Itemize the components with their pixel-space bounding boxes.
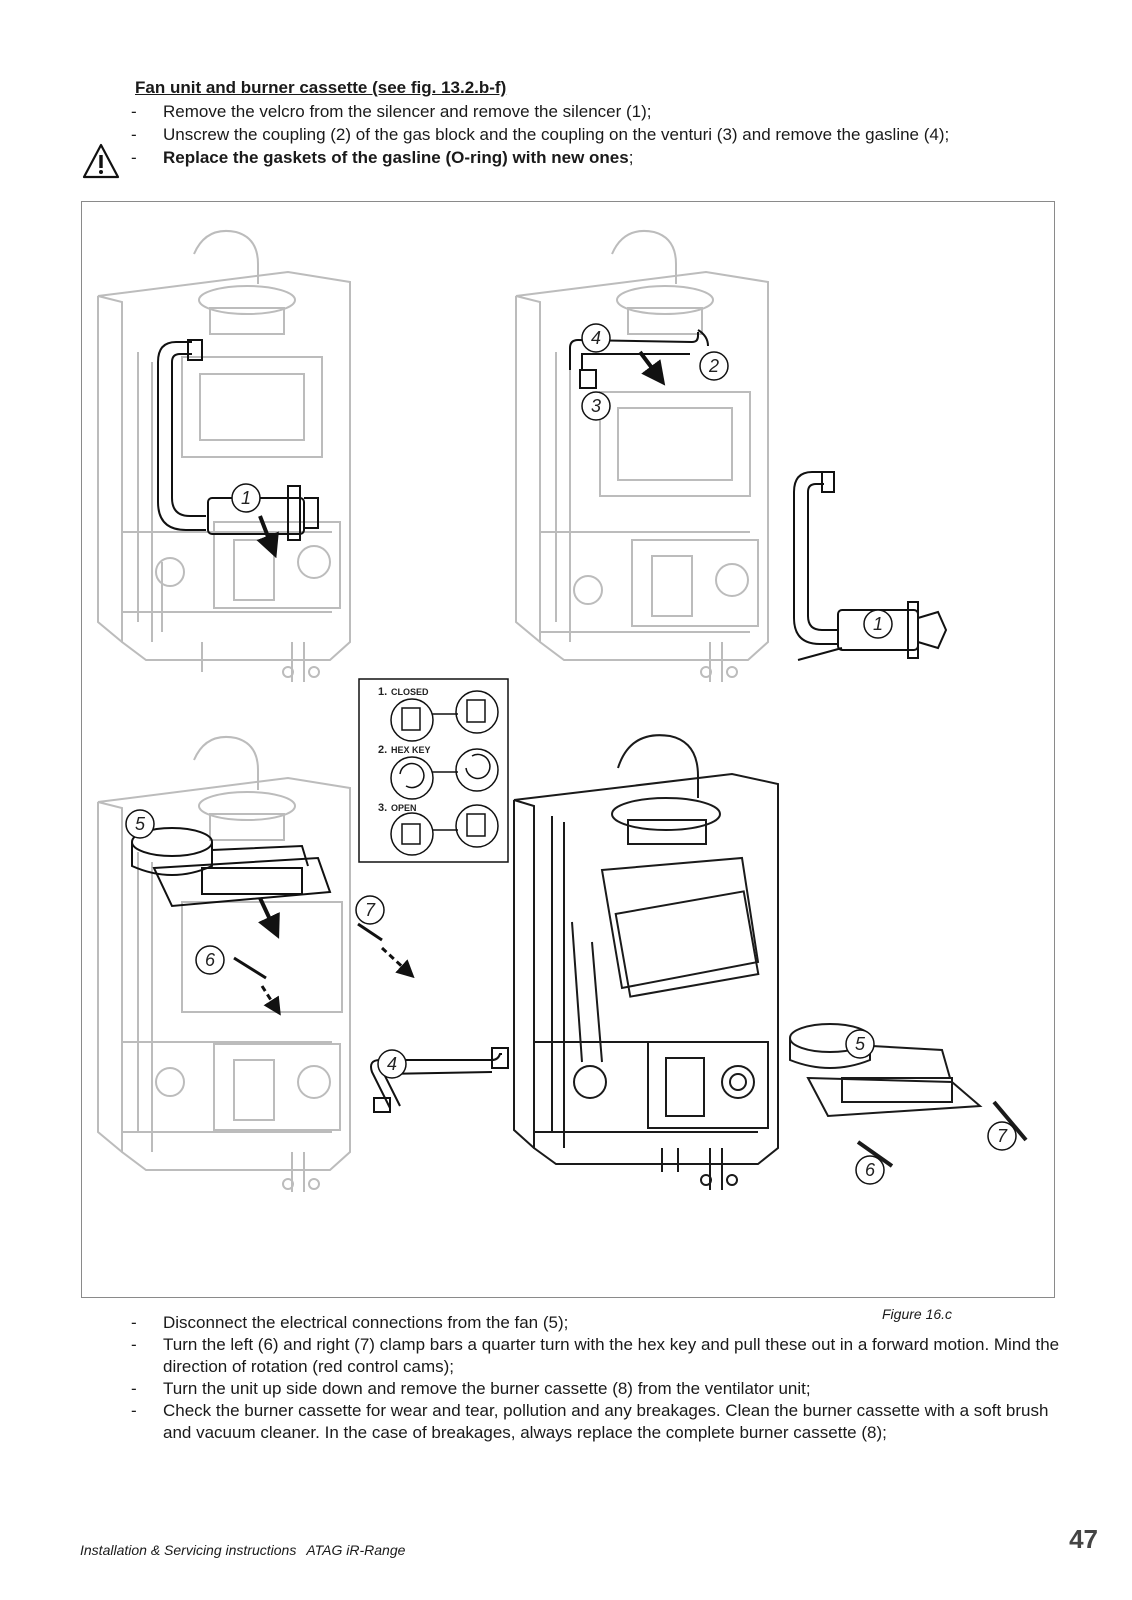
- list-item: -Check the burner cassette for wear and …: [131, 1401, 1049, 1442]
- callout-1-silencer: 1: [863, 609, 893, 639]
- inset-step-1-number: 1.: [378, 686, 387, 698]
- footer-title: Installation & Servicing instructions: [80, 1542, 297, 1558]
- list-item: -Remove the velcro from the silencer and…: [131, 102, 652, 121]
- callout-2-top-right: 2: [699, 351, 729, 381]
- figure-caption: Figure 16.c: [882, 1306, 953, 1322]
- clamp-bar-6: [233, 956, 267, 980]
- boiler-bottom-left: [97, 736, 351, 1192]
- gasline-removed: [370, 1047, 509, 1113]
- top-steps-list: -Remove the velcro from the silencer and…: [131, 100, 1061, 169]
- callout-badges: 1 4 2 3 1 5 6: [125, 323, 1017, 1185]
- svg-text:5: 5: [855, 1034, 866, 1054]
- svg-text:7: 7: [365, 900, 376, 920]
- list-item: -Replace the gaskets of the gasline (O-r…: [131, 148, 634, 167]
- callout-7-bottom-left: 7: [355, 895, 385, 925]
- svg-text:3: 3: [591, 396, 601, 416]
- section-heading: Fan unit and burner cassette (see fig. 1…: [135, 78, 507, 97]
- callout-7-clamp-bar: 7: [987, 1121, 1017, 1151]
- svg-text:4: 4: [591, 328, 601, 348]
- callout-3-top-right: 3: [581, 391, 611, 421]
- fan-unit-removed: [789, 1023, 983, 1118]
- footer-brand: ATAG iR-Range: [306, 1542, 406, 1558]
- gasline-top-right: [569, 329, 709, 389]
- svg-text:6: 6: [205, 950, 216, 970]
- figure-16c: 1. CLOSED 2. HEX KEY 3. OPEN: [81, 201, 1055, 1298]
- inset-step-2-label: HEX KEY: [391, 745, 431, 755]
- boiler-illustration: 1. CLOSED 2. HEX KEY 3. OPEN: [97, 230, 1028, 1192]
- clamp-bar-7: [357, 922, 383, 942]
- svg-text:5: 5: [135, 814, 146, 834]
- svg-text:1: 1: [873, 614, 883, 634]
- arrow-pull-out: [260, 985, 281, 1016]
- arrow-down: [638, 350, 666, 386]
- inset-hex-key-steps: 1. CLOSED 2. HEX KEY 3. OPEN: [358, 678, 509, 863]
- inset-step-3-number: 3.: [378, 802, 387, 814]
- list-item: -Unscrew the coupling (2) of the gas blo…: [131, 125, 950, 144]
- callout-4-gasline: 4: [377, 1049, 407, 1079]
- fan-unit-bottom-left: [131, 827, 332, 908]
- page-footer: Installation & Servicing instructions ATA…: [80, 1542, 405, 1558]
- svg-text:1: 1: [241, 488, 251, 508]
- arrow-down: [256, 515, 279, 559]
- inset-step-2-number: 2.: [378, 744, 387, 756]
- arrow-down: [258, 897, 280, 939]
- boiler-main: [513, 734, 779, 1190]
- svg-text:6: 6: [865, 1160, 876, 1180]
- callout-6-clamp-bar: 6: [855, 1155, 885, 1185]
- callout-5-fan-unit: 5: [845, 1029, 875, 1059]
- boiler-top-right: [515, 230, 769, 682]
- bottom-steps-list: -Disconnect the electrical connections f…: [131, 1312, 1061, 1444]
- warning-triangle-icon: [82, 143, 120, 179]
- svg-text:2: 2: [708, 356, 719, 376]
- list-item: -Turn the unit up side down and remove t…: [131, 1379, 811, 1398]
- inset-step-3-label: OPEN: [391, 803, 417, 813]
- callout-6-bottom-left: 6: [195, 945, 225, 975]
- clamp-bars-removed: [856, 1100, 1028, 1168]
- callout-4-top-right: 4: [581, 323, 611, 353]
- list-item: -Turn the left (6) and right (7) clamp b…: [131, 1335, 1060, 1376]
- inset-step-1-label: CLOSED: [391, 687, 429, 697]
- list-item: -Disconnect the electrical connections f…: [131, 1313, 569, 1332]
- callout-1-top-left: 1: [231, 483, 261, 513]
- svg-text:4: 4: [387, 1054, 397, 1074]
- boiler-top-left: [97, 230, 351, 682]
- svg-text:7: 7: [997, 1126, 1008, 1146]
- arrow-pull-out: [380, 946, 415, 979]
- callout-5-bottom-left: 5: [125, 809, 155, 839]
- page-number: 47: [1069, 1524, 1098, 1554]
